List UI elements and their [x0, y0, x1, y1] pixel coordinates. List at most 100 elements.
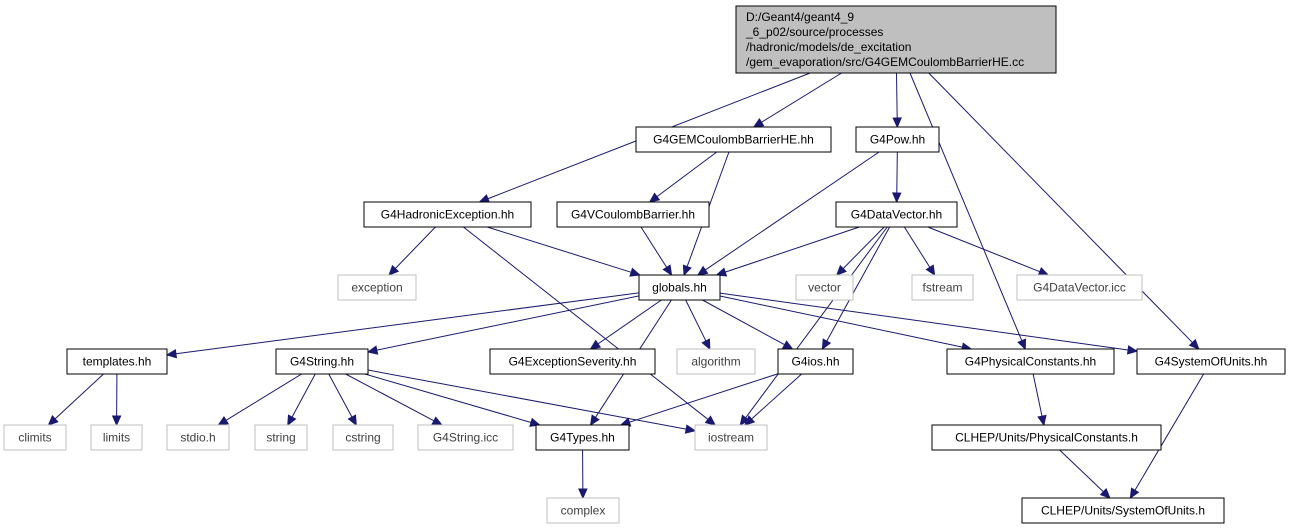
node-datavector[interactable]: G4DataVector.hh: [835, 201, 958, 228]
node-climits[interactable]: climits: [3, 424, 67, 451]
node-stringicc[interactable]: G4String.icc: [417, 424, 514, 451]
edge-arrowhead: [47, 415, 59, 426]
edge-line: [487, 226, 632, 273]
node-root-file[interactable]: D:/Geant4/geant4_9 _6_p02/source/process…: [735, 5, 1057, 74]
node-gembarrier[interactable]: G4GEMCoulombBarrierHE.hh: [635, 126, 832, 153]
node-pow[interactable]: G4Pow.hh: [855, 126, 940, 153]
edge-templates-to-limits: [111, 373, 122, 427]
node-templates[interactable]: templates.hh: [66, 348, 168, 375]
node-sysunits[interactable]: G4SystemOfUnits.hh: [1136, 348, 1286, 375]
node-box: [1016, 274, 1143, 301]
node-box: [166, 424, 230, 451]
node-globals[interactable]: globals.hh: [638, 274, 721, 301]
node-box: [254, 424, 308, 451]
edges-layer: [47, 72, 1205, 500]
edge-arrowhead: [892, 117, 902, 129]
edge-line: [175, 292, 640, 355]
edge-line: [1134, 373, 1205, 491]
edge-arrowhead: [662, 264, 673, 277]
edge-line: [745, 226, 888, 419]
edge-arrowhead: [529, 417, 541, 427]
node-box: [337, 274, 417, 301]
node-label: G4DataVector.icc: [1033, 281, 1126, 295]
edge-line: [896, 72, 898, 119]
node-vector[interactable]: vector: [795, 274, 854, 301]
node-fstream[interactable]: fstream: [911, 274, 974, 301]
node-box: [275, 348, 369, 375]
edge-line: [364, 373, 532, 423]
edge-arrowhead: [739, 414, 750, 426]
edge-arrowhead: [589, 339, 602, 350]
edge-g4ios-to-g4types: [619, 373, 779, 427]
edge-g4string-to-stringicc: [345, 373, 443, 426]
edge-arrowhead: [892, 192, 902, 204]
edge-hadexc-to-globals: [487, 226, 641, 277]
edge-line: [291, 373, 316, 418]
edge-line: [463, 226, 709, 420]
node-vcoulomb[interactable]: G4VCoulombBarrier.hh: [556, 201, 710, 228]
node-algorithm[interactable]: algorithm: [676, 348, 756, 375]
node-label: iostream: [708, 431, 754, 445]
node-box: [635, 126, 832, 153]
edge-line: [345, 373, 435, 422]
node-label: stdio.h: [180, 431, 215, 445]
node-exception[interactable]: exception: [337, 274, 417, 301]
node-physconst[interactable]: G4PhysicalConstants.hh: [946, 348, 1115, 375]
node-label: complex: [561, 504, 606, 518]
node-excseverity[interactable]: G4ExceptionSeverity.hh: [489, 348, 656, 375]
node-g4string[interactable]: G4String.hh: [275, 348, 369, 375]
node-string[interactable]: string: [254, 424, 308, 451]
node-dvicc[interactable]: G4DataVector.icc: [1016, 274, 1143, 301]
edge-arrowhead: [287, 414, 297, 427]
node-box: [855, 126, 940, 153]
node-label: G4Types.hh: [550, 431, 615, 445]
edge-datavector-to-fstream: [903, 226, 936, 277]
node-label: CLHEP/Units/PhysicalConstants.h: [955, 431, 1138, 445]
node-box: [777, 348, 854, 375]
edge-arrowhead: [781, 340, 794, 350]
edge-arrowhead: [821, 338, 832, 351]
edge-arrowhead: [1017, 338, 1027, 351]
node-box: [946, 348, 1115, 375]
edge-hadexc-to-exception: [388, 226, 436, 276]
node-cstring[interactable]: cstring: [332, 424, 394, 451]
node-clhepunits[interactable]: CLHEP/Units/SystemOfUnits.h: [1021, 497, 1225, 524]
root-path-line-2: _6_p02/source/processes: [745, 25, 883, 39]
edge-g4types-to-complex: [578, 449, 588, 500]
node-g4ios[interactable]: G4ios.hh: [777, 348, 854, 375]
node-clhepphys[interactable]: CLHEP/Units/PhysicalConstants.h: [931, 424, 1162, 451]
edge-arrowhead: [629, 267, 641, 277]
node-label: G4String.icc: [433, 431, 498, 445]
node-box: [332, 424, 394, 451]
edge-gembarrier-to-vcoulomb: [648, 151, 718, 203]
edge-globals-to-excseverity: [589, 299, 662, 350]
edge-line: [1059, 449, 1104, 493]
node-label: CLHEP/Units/SystemOfUnits.h: [1041, 504, 1205, 518]
edge-arrowhead: [715, 267, 728, 277]
edge-g4string-to-g4types: [364, 373, 541, 427]
edge-root-to-pow: [892, 72, 902, 129]
edge-line: [761, 72, 842, 123]
edge-arrowhead: [701, 338, 711, 351]
node-complex[interactable]: complex: [546, 497, 620, 524]
edge-arrowhead: [165, 348, 178, 359]
edge-line: [328, 373, 353, 418]
edge-globals-to-sysunits: [719, 292, 1139, 355]
root-path-line-1: D:/Geant4/geant4_9: [746, 10, 854, 24]
node-box: [911, 274, 974, 301]
node-label: G4Pow.hh: [870, 133, 925, 147]
node-box: [66, 348, 168, 375]
edge-arrowhead: [217, 415, 229, 426]
node-g4types[interactable]: G4Types.hh: [535, 424, 630, 451]
edge-arrowhead: [578, 488, 588, 500]
node-box: [1021, 497, 1225, 524]
edge-arrowhead: [743, 415, 756, 426]
node-label: exception: [351, 281, 402, 295]
edge-line: [928, 72, 1193, 343]
node-hadexc[interactable]: G4HadronicException.hh: [363, 201, 532, 228]
node-limits[interactable]: limits: [90, 424, 143, 451]
node-iostream[interactable]: iostream: [694, 424, 768, 451]
edge-arrowhead: [366, 345, 379, 355]
node-stdio[interactable]: stdio.h: [166, 424, 230, 451]
